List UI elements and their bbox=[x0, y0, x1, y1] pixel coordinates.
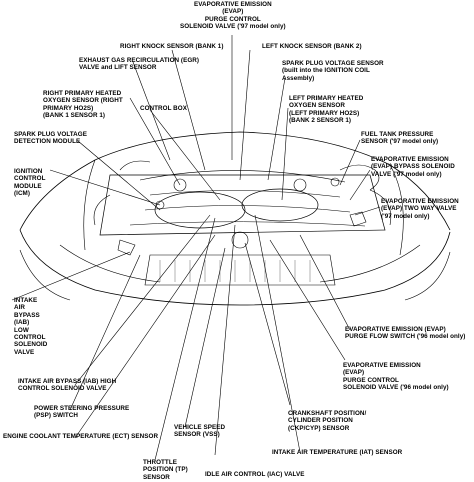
radiator bbox=[144, 254, 336, 286]
label-vss: VEHICLE SPEED SENSOR (VSS) bbox=[174, 424, 226, 439]
label-icm: IGNITION CONTROL MODULE (ICM) bbox=[14, 168, 46, 198]
label-iab-low-solenoid: INTAKE AIR BYPASS (IAB) LOW CONTROL SOLE… bbox=[14, 297, 48, 356]
label-evap-purge-valve-96: EVAPORATIVE EMISSION (EVAP) PURGE CONTRO… bbox=[343, 362, 449, 392]
label-left-primary-ho2s: LEFT PRIMARY HEATED OXYGEN SENSOR (LEFT … bbox=[289, 95, 364, 125]
label-evap-bypass-solenoid: EVAPORATIVE EMISSION (EVAP) BYPASS SOLEN… bbox=[371, 156, 455, 178]
front-bumper-edge bbox=[19, 229, 451, 306]
label-evap-two-way-valve: EVAPORATIVE EMISSION (EVAP) TWO WAY VALV… bbox=[381, 198, 459, 220]
label-spark-detection-module: SPARK PLUG VOLTAGE DETECTION MODULE bbox=[14, 131, 87, 146]
leader-lines bbox=[11, 35, 381, 461]
label-evap-purge-flow-switch: EVAPORATIVE EMISSION (EVAP) PURGE FLOW S… bbox=[345, 326, 466, 341]
label-left-knock-sensor: LEFT KNOCK SENSOR (BANK 2) bbox=[262, 43, 362, 50]
label-fuel-tank-pressure-sensor: FUEL TANK PRESSURE SENSOR ('97 model onl… bbox=[361, 131, 439, 146]
label-control-box: CONTROL BOX bbox=[140, 105, 187, 112]
label-iac-valve: IDLE AIR CONTROL (IAC) VALVE bbox=[205, 471, 305, 478]
label-egr-valve: EXHAUST GAS RECIRCULATION (EGR) VALVE an… bbox=[79, 57, 200, 72]
label-spark-plug-voltage-sensor: SPARK PLUG VOLTAGE SENSOR (built into th… bbox=[282, 60, 384, 82]
label-iat-sensor: INTAKE AIR TEMPERATURE (IAT) SENSOR bbox=[272, 449, 403, 456]
label-right-knock-sensor: RIGHT KNOCK SENSOR (BANK 1) bbox=[120, 43, 224, 50]
label-right-primary-ho2s: RIGHT PRIMARY HEATED OXYGEN SENSOR (RIGH… bbox=[43, 90, 123, 120]
label-psp-switch: POWER STEERING PRESSURE (PSP) SWITCH bbox=[34, 405, 130, 420]
label-evap-purge-valve-97: EVAPORATIVE EMISSION (EVAP) PURGE CONTRO… bbox=[180, 1, 286, 31]
intake-plenum bbox=[154, 191, 246, 229]
label-iab-high-solenoid: INTAKE AIR BYPASS (IAB) HIGH CONTROL SOL… bbox=[18, 378, 117, 393]
engine-block bbox=[99, 174, 386, 236]
label-ect-sensor: ENGINE COOLANT TEMPERATURE (ECT) SENSOR bbox=[3, 433, 159, 440]
label-tp-sensor: THROTTLE POSITION (TP) SENSOR bbox=[143, 459, 188, 481]
label-ckp-cyp-sensor: CRANKSHAFT POSITION/ CYLINDER POSITION (… bbox=[288, 410, 367, 432]
